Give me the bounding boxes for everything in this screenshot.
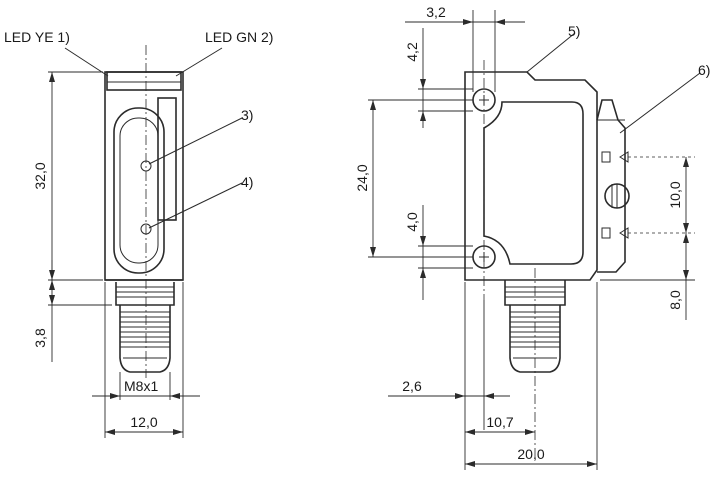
side-view [368,10,701,470]
lens-plate [596,99,630,273]
m8-connector-front [115,282,175,373]
front-housing [104,71,184,281]
label-callout-3: 3) [241,107,253,123]
led-window [106,71,182,91]
label-callout-6: 6) [698,62,710,78]
dim-20: 20,0 [517,446,544,462]
label-led-ye: LED YE 1) [4,29,70,45]
label-callout-4: 4) [241,174,253,190]
label-led-gn: LED GN 2) [205,29,273,45]
dim-10-7: 10,7 [486,414,513,430]
label-callout-5: 5) [568,23,580,39]
dim-2-6: 2,6 [402,378,422,394]
dim-4-0: 4,0 [404,212,420,232]
dim-10: 10,0 [667,181,683,208]
dim-3-2: 3,2 [426,4,446,20]
side-window [483,101,584,265]
potentiometer-slot [113,107,165,274]
front-view [48,45,243,438]
label-thread: M8x1 [124,378,158,394]
dim-24: 24,0 [354,164,370,191]
side-housing [464,71,598,281]
dim-8: 8,0 [667,290,683,310]
dim-4-2: 4,2 [404,42,420,62]
dim-3-8: 3,8 [32,328,48,348]
dim-12: 12,0 [130,414,157,430]
dim-32: 32,0 [32,162,48,189]
